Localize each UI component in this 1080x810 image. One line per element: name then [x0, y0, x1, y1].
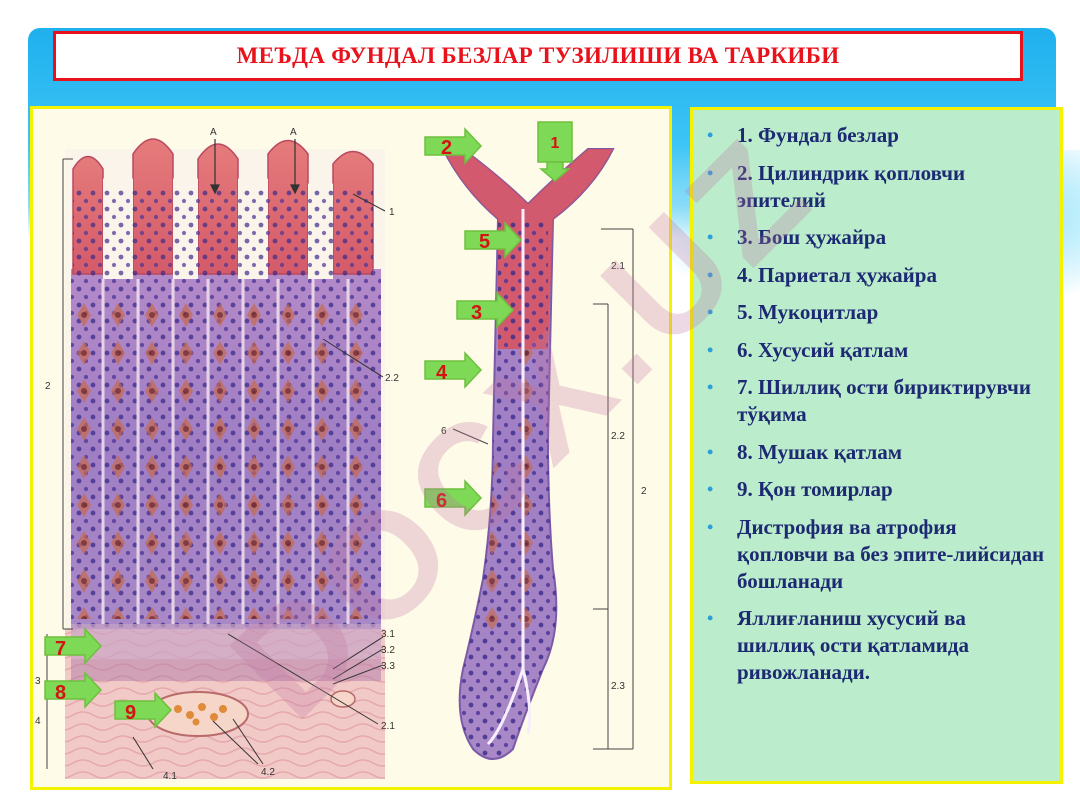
bullet-icon: • — [707, 377, 714, 397]
legend-item: •Дистрофия ва атрофия қопловчи ва без эп… — [707, 514, 1045, 593]
label-2-right: 2 — [641, 486, 647, 497]
label-6-right: 6 — [441, 426, 447, 437]
legend-panel: •1. Фундал безлар •2. Цилиндрик қопловчи… — [690, 107, 1063, 784]
label-2-3-right: 2.3 — [611, 681, 625, 692]
legend-item: •4. Париетал ҳужайра — [707, 262, 937, 287]
title-box: МЕЪДА ФУНДАЛ БЕЗЛАР ТУЗИЛИШИ ВА ТАРКИБИ — [53, 31, 1023, 81]
marker-arrow-1: 1 — [537, 121, 573, 182]
bullet-icon: • — [707, 227, 714, 247]
bullet-icon: • — [707, 479, 714, 499]
bullet-icon: • — [707, 516, 714, 537]
bullet-icon: • — [707, 264, 714, 285]
marker-arrow-5: 5 — [464, 221, 523, 259]
label-4-left: 4 — [35, 716, 41, 727]
marker-1: 1 — [551, 135, 560, 152]
label-2-left: 2 — [45, 381, 51, 392]
label-2-2-right: 2.2 — [611, 431, 625, 442]
bullet-icon: • — [707, 125, 714, 145]
label-3-1: 3.1 — [381, 629, 395, 640]
label-4-1: 4.1 — [163, 771, 177, 782]
marker-8: 8 — [55, 682, 66, 704]
legend-item: •7. Шиллиқ ости бириктирувчи тўқима — [707, 375, 1031, 426]
bullet-icon: • — [707, 339, 714, 360]
marker-7: 7 — [55, 638, 66, 660]
marker-4: 4 — [436, 362, 448, 384]
label-2-1-left: 2.1 — [381, 721, 395, 732]
legend-list: •1. Фундал безлар •2. Цилиндрик қопловчи… — [707, 122, 1046, 686]
marker-arrow-6: 6 — [424, 479, 483, 517]
label-A-left: A — [210, 127, 217, 138]
marker-arrow-9: 9 — [114, 691, 173, 729]
marker-5: 5 — [479, 231, 490, 253]
legend-item: •6. Хусусий қатлам — [707, 337, 909, 362]
marker-9: 9 — [125, 702, 136, 724]
bullet-icon: • — [707, 441, 714, 462]
histology-image-panel: A A 1 2.2 2 3.1 3.2 3.3 2.1 4.1 4.2 3 4 — [30, 106, 672, 790]
marker-arrow-7: 7 — [44, 627, 103, 665]
legend-item: •5. Мукоцитлар — [707, 300, 879, 324]
marker-2: 2 — [441, 137, 452, 159]
histology-illustration: A A 1 2.2 2 3.1 3.2 3.3 2.1 4.1 4.2 3 4 — [35, 121, 647, 782]
marker-6: 6 — [436, 490, 447, 512]
label-3-3: 3.3 — [381, 661, 395, 672]
marker-arrow-2: 2 — [424, 127, 483, 165]
label-4-2: 4.2 — [261, 767, 275, 778]
marker-arrow-8: 8 — [44, 671, 103, 709]
bullet-icon: • — [707, 608, 714, 628]
label-2-2-left: 2.2 — [385, 373, 399, 384]
label-3-left: 3 — [35, 676, 41, 687]
legend-item: •8. Мушак қатлам — [707, 439, 903, 464]
bullet-icon: • — [707, 302, 714, 322]
marker-arrow-3: 3 — [456, 291, 515, 329]
page-title: МЕЪДА ФУНДАЛ БЕЗЛАР ТУЗИЛИШИ ВА ТАРКИБИ — [236, 43, 840, 68]
bullet-icon: • — [707, 162, 714, 183]
marker-arrow-4: 4 — [424, 351, 483, 389]
legend-item: •9. Қон томирлар — [707, 477, 893, 501]
label-1-left: 1 — [389, 207, 395, 218]
legend-item: •2. Цилиндрик қопловчи эпителий — [707, 160, 966, 212]
label-2-1-right: 2.1 — [611, 261, 625, 272]
legend-item: •1. Фундал безлар — [707, 123, 899, 147]
legend-item: •3. Бош ҳужайра — [707, 225, 887, 249]
marker-3: 3 — [471, 302, 482, 324]
label-3-2: 3.2 — [381, 645, 395, 656]
label-A-right: A — [290, 127, 297, 138]
legend-item: •Яллиғланиш хусусий ва шиллиқ ости қатла… — [707, 606, 969, 684]
